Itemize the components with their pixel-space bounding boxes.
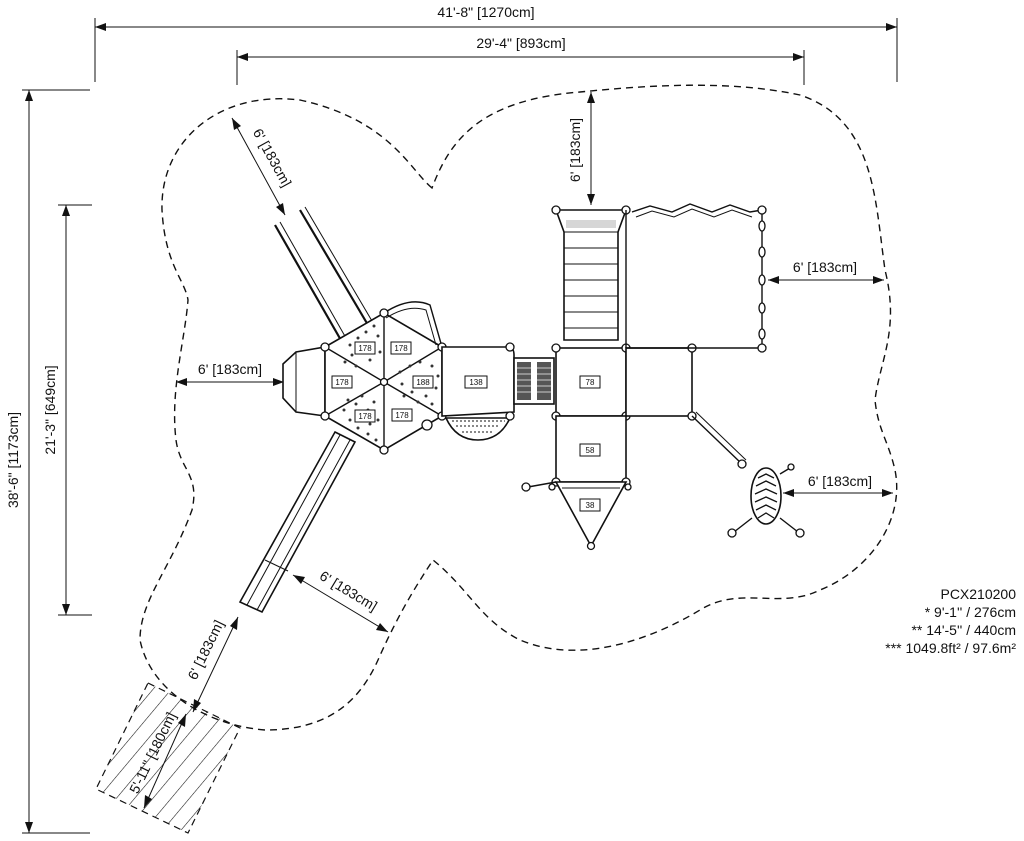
structure-width-label: 29'-4" [893cm] xyxy=(476,35,565,51)
svg-text:6' [183cm]: 6' [183cm] xyxy=(793,259,857,275)
deck-height-climber-bottom: 178 xyxy=(358,412,372,421)
tire-climber xyxy=(691,411,805,538)
svg-text:6' [183cm]: 6' [183cm] xyxy=(567,118,583,182)
overall-depth-label: 38'-6" [1173cm] xyxy=(5,412,21,508)
svg-text:6' [183cm]: 6' [183cm] xyxy=(184,617,227,682)
clearance-slide-exit: 6' [183cm] xyxy=(184,616,239,713)
slide-runout-zone xyxy=(95,682,241,834)
svg-text:6' [183cm]: 6' [183cm] xyxy=(198,361,262,377)
safety-zone-boundary xyxy=(139,84,898,731)
spec-line-1: * 9'-1'' / 276cm xyxy=(924,604,1016,620)
deck-height-58: 58 xyxy=(586,446,595,455)
clearance-right-upper: 6' [183cm] xyxy=(768,259,884,284)
svg-text:6' [183cm]: 6' [183cm] xyxy=(250,126,295,190)
deck-height-hex-bottom-right: 178 xyxy=(395,411,409,420)
deck-height-climber-top: 178 xyxy=(358,344,372,353)
svg-text:6' [183cm]: 6' [183cm] xyxy=(808,473,872,489)
deck-138: 138 xyxy=(421,342,515,441)
structure-depth-dimension: 21'-3" [649cm] xyxy=(42,204,92,616)
spec-line-2: ** 14'-5'' / 440cm xyxy=(911,622,1016,638)
model-spec-block: PCX210200 * 9'-1'' / 276cm ** 14'-5'' / … xyxy=(816,585,1016,657)
bridge-mesh xyxy=(513,357,555,405)
deck-height-38: 38 xyxy=(586,501,595,510)
structure-width-dimension: 29'-4" [893cm] xyxy=(236,34,805,85)
deck-height-78: 78 xyxy=(586,378,595,387)
overall-depth-dimension: 38'-6" [1173cm] xyxy=(5,89,90,834)
hex-tower: 178 178 178 178 188 178 xyxy=(282,301,447,455)
clearance-left: 6' [183cm] xyxy=(176,361,284,386)
climbing-poles xyxy=(274,206,373,343)
deck-58: 58 xyxy=(521,415,632,492)
clearance-right-lower: 6' [183cm] xyxy=(783,473,893,497)
svg-text:6' [183cm]: 6' [183cm] xyxy=(317,567,380,614)
deck-height-138: 138 xyxy=(469,378,483,387)
deck-height-hex-left: 178 xyxy=(335,378,349,387)
structure-depth-label: 21'-3" [649cm] xyxy=(42,365,58,454)
deck-right xyxy=(625,343,697,421)
deck-height-hex-top: 178 xyxy=(394,344,408,353)
clearance-slide-side: 6' [183cm] xyxy=(292,567,389,633)
net-climber-frame xyxy=(625,203,767,353)
clearance-upper-left: 6' [183cm] xyxy=(231,117,295,216)
clearance-top: 6' [183cm] xyxy=(567,92,595,205)
model-number: PCX210200 xyxy=(940,586,1016,602)
spec-line-3: *** 1049.8ft² / 97.6m² xyxy=(885,640,1016,656)
overall-width-label: 41'-8" [1270cm] xyxy=(437,4,534,20)
overall-width-dimension: 41'-8" [1270cm] xyxy=(94,3,898,82)
deck-78: 78 xyxy=(551,343,631,421)
deck-38: 38 xyxy=(554,481,628,551)
long-slide xyxy=(238,430,357,614)
deck-height-climber-right: 188 xyxy=(416,378,430,387)
ladder xyxy=(551,205,631,341)
